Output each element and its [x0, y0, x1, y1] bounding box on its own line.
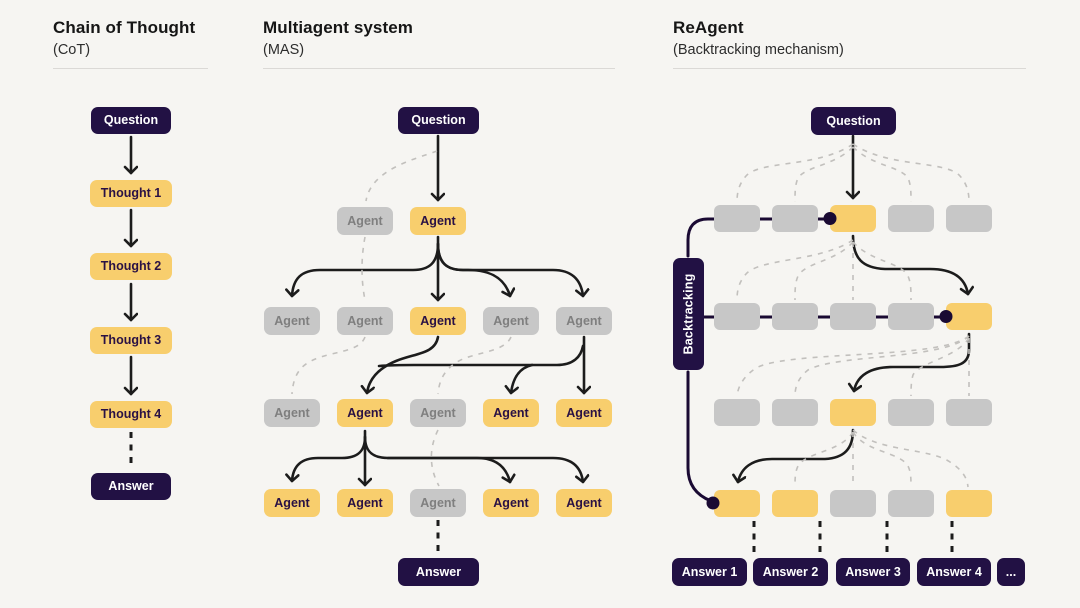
mas-connectors — [292, 134, 584, 555]
backtrack-dot — [939, 310, 953, 323]
mas-subtitle: (MAS) — [263, 42, 305, 58]
reagent-step-node — [772, 205, 818, 232]
mas-agent-node-selected: Agent — [556, 489, 612, 517]
reagent-header: ReAgent (Backtracking mechanism) — [673, 18, 1026, 69]
cot-subtitle: (CoT) — [53, 42, 91, 58]
mas-divider — [263, 68, 615, 69]
mas-question-node: Question — [398, 107, 479, 134]
reagent-divider — [673, 68, 1026, 69]
mas-agent-node-selected: Agent — [264, 489, 320, 517]
reagent-step-node — [888, 399, 934, 426]
reagent-title: ReAgent — [673, 18, 744, 37]
backtrack-dot — [823, 212, 837, 225]
reagent-step-node — [772, 303, 818, 330]
reagent-step-node — [714, 303, 760, 330]
mas-agent-node-selected: Agent — [337, 399, 393, 427]
cot-title: Chain of Thought — [53, 18, 196, 37]
mas-agent-node-selected: Agent — [483, 489, 539, 517]
backtracking-line-bottom — [686, 370, 713, 503]
cot-thought-node: Thought 2 — [90, 253, 172, 280]
reagent-step-node — [946, 205, 992, 232]
reagent-step-node — [888, 490, 934, 517]
reagent-step-node — [830, 303, 876, 330]
cot-question-node: Question — [91, 107, 171, 134]
cot-answer-node: Answer — [91, 473, 171, 500]
reagent-answer-node: Answer 4 — [917, 558, 991, 586]
mas-agent-node: Agent — [556, 307, 612, 335]
mas-agent-node: Agent — [337, 307, 393, 335]
reagent-step-node — [888, 205, 934, 232]
reagent-answer-node: Answer 3 — [836, 558, 910, 586]
mas-agent-node: Agent — [264, 399, 320, 427]
reagent-step-node — [772, 399, 818, 426]
reagent-step-node — [946, 399, 992, 426]
mas-answer-node: Answer — [398, 558, 479, 586]
backtracking-label-box: Backtracking — [673, 258, 704, 370]
reagent-step-node — [888, 303, 934, 330]
reagent-answer-node: Answer 1 — [672, 558, 747, 586]
mas-agent-node: Agent — [410, 399, 466, 427]
mas-agent-node: Agent — [337, 207, 393, 235]
cot-thought-node: Thought 4 — [90, 401, 172, 428]
reagent-subtitle: (Backtracking mechanism) — [673, 42, 844, 58]
cot-thought-node: Thought 3 — [90, 327, 172, 354]
mas-agent-node-selected: Agent — [410, 307, 466, 335]
reagent-step-node — [714, 399, 760, 426]
mas-agent-node: Agent — [264, 307, 320, 335]
cot-header: Chain of Thought (CoT) — [53, 18, 208, 69]
mas-agent-node-selected: Agent — [337, 489, 393, 517]
reagent-step-node-selected — [830, 205, 876, 232]
mas-agent-node-selected: Agent — [483, 399, 539, 427]
mas-agent-node-selected: Agent — [556, 399, 612, 427]
cot-thought-node: Thought 1 — [90, 180, 172, 207]
mas-agent-node: Agent — [483, 307, 539, 335]
reagent-step-node — [830, 490, 876, 517]
mas-title: Multiagent system — [263, 18, 414, 37]
backtracking-line-top — [686, 217, 832, 258]
mas-header: Multiagent system (MAS) — [263, 18, 615, 69]
reagent-step-node-selected — [946, 490, 992, 517]
reagent-step-node — [714, 205, 760, 232]
reagent-step-node-selected — [714, 490, 760, 517]
reagent-step-node-selected — [946, 303, 992, 330]
reagent-step-node-selected — [772, 490, 818, 517]
backtrack-dot — [706, 496, 720, 510]
cot-divider — [53, 68, 208, 69]
mas-agent-node: Agent — [410, 489, 466, 517]
reagent-answer-more-node: ... — [997, 558, 1025, 586]
reagent-question-node: Question — [811, 107, 896, 135]
reagent-step-node-selected — [830, 399, 876, 426]
reagent-answer-node: Answer 2 — [753, 558, 828, 586]
mas-agent-node-selected: Agent — [410, 207, 466, 235]
